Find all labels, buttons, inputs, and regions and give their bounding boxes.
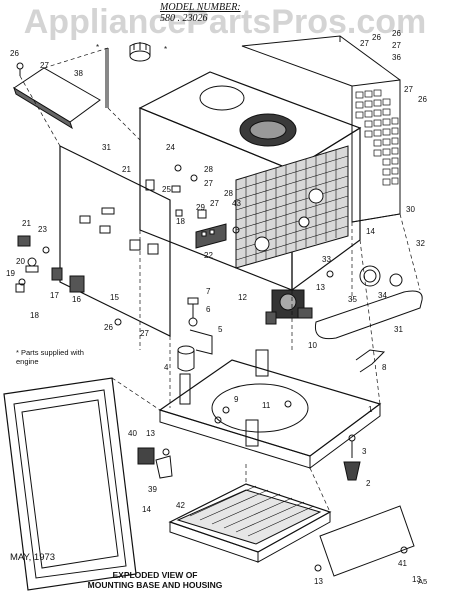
callout: 13 [146, 429, 155, 438]
callout: 18 [30, 311, 39, 320]
callout: 28 [204, 165, 213, 174]
callout: 31 [102, 143, 111, 152]
cap-knob [129, 42, 151, 62]
callout: 24 [166, 143, 175, 152]
vent-louvers [355, 89, 399, 186]
callout: 33 [322, 255, 331, 264]
callout: 3 [362, 447, 367, 456]
star-mark-right: * [164, 45, 167, 54]
callout: 13 [412, 575, 421, 584]
switch-parts [145, 164, 240, 234]
callout: 21 [122, 165, 131, 174]
callout: 20 [16, 257, 25, 266]
callout: 34 [378, 291, 387, 300]
caption-line-2: MOUNTING BASE AND HOUSING [87, 580, 223, 590]
callout: 8 [382, 363, 387, 372]
callout: 35 [348, 295, 357, 304]
callout: 26 [372, 33, 381, 42]
left-small-parts [15, 235, 122, 326]
date-label: MAY, 1973 [10, 552, 56, 563]
housing-12 [138, 71, 362, 292]
callout: 9 [234, 395, 239, 404]
callout: 5 [218, 325, 223, 334]
footnote: * Parts supplied with engine [16, 348, 84, 366]
callout: 11 [262, 401, 271, 410]
callout: 30 [406, 205, 415, 214]
callout: 26 [104, 323, 113, 332]
callout: 13 [316, 283, 325, 292]
callout: 19 [6, 269, 15, 278]
rod-with-star [105, 48, 109, 108]
model-number-value: 580 . 23026 [160, 13, 208, 24]
side-panel-15 [59, 145, 171, 337]
bracket-31 [314, 290, 423, 340]
star-mark-left: * [96, 43, 99, 52]
bracket-5 [189, 329, 213, 355]
cover-plate-38 [13, 67, 101, 130]
callout: 27 [360, 39, 369, 48]
callout: 28 [224, 189, 233, 198]
bracket-40-39 [137, 447, 173, 479]
callout: 1 [368, 405, 373, 414]
callout: 27 [140, 329, 149, 338]
callout: 40 [128, 429, 137, 438]
assembly-leaders [19, 47, 421, 513]
callout: 38 [74, 69, 83, 78]
mount-4 [177, 345, 195, 372]
callout: 36 [392, 53, 401, 62]
callout: 23 [38, 225, 47, 234]
callout: 27 [392, 41, 401, 50]
side-plate-41 [314, 505, 415, 577]
bolt-7-6 [187, 297, 199, 327]
grille-14 [235, 150, 349, 265]
parts-33-35-34 [326, 265, 403, 287]
callout: 10 [308, 341, 317, 350]
tray-42 [168, 483, 332, 563]
callout: 22 [204, 251, 213, 260]
callout: 27 [40, 61, 49, 70]
callout: 26 [10, 49, 19, 58]
callout: 13 [314, 577, 323, 586]
callout: 27 [210, 199, 219, 208]
callout: 16 [72, 295, 81, 304]
callout: 42 [176, 501, 185, 510]
callout: 6 [206, 305, 211, 314]
callout: 25 [162, 185, 171, 194]
part-callouts: 26 27 38 31 21 24 28 25 27 27 28 29 18 4… [6, 29, 427, 586]
callout: 21 [22, 219, 31, 228]
callout: 26 [418, 95, 427, 104]
callout: 18 [176, 217, 185, 226]
control-panel-22 [195, 223, 227, 249]
screw-26-27 [16, 62, 24, 76]
brace-8 [355, 349, 386, 373]
callout: 2 [366, 479, 371, 488]
callout: 29 [196, 203, 205, 212]
sheet-code: A5 [418, 577, 428, 586]
foot-3-2 [343, 434, 361, 481]
callout: 27 [404, 85, 413, 94]
callout: 7 [206, 287, 211, 296]
callout: 31 [394, 325, 403, 334]
callout: 14 [366, 227, 375, 236]
callout: 41 [398, 559, 407, 568]
callout: 14 [142, 505, 151, 514]
callout: 15 [110, 293, 119, 302]
callout: 39 [148, 485, 157, 494]
engine-10 [265, 289, 313, 325]
callout: 43 [232, 199, 241, 208]
callout: 32 [416, 239, 425, 248]
callout: 26 [392, 29, 401, 38]
caption-line-1: EXPLODED VIEW OF [112, 570, 198, 580]
callout: 4 [164, 363, 169, 372]
frame-14 [3, 377, 137, 591]
callout: 17 [50, 291, 59, 300]
watermark: AppliancePartsPros.com [23, 3, 427, 41]
model-number-label: MODEL NUMBER: [160, 2, 241, 13]
callout: 12 [238, 293, 247, 302]
callout: 27 [204, 179, 213, 188]
